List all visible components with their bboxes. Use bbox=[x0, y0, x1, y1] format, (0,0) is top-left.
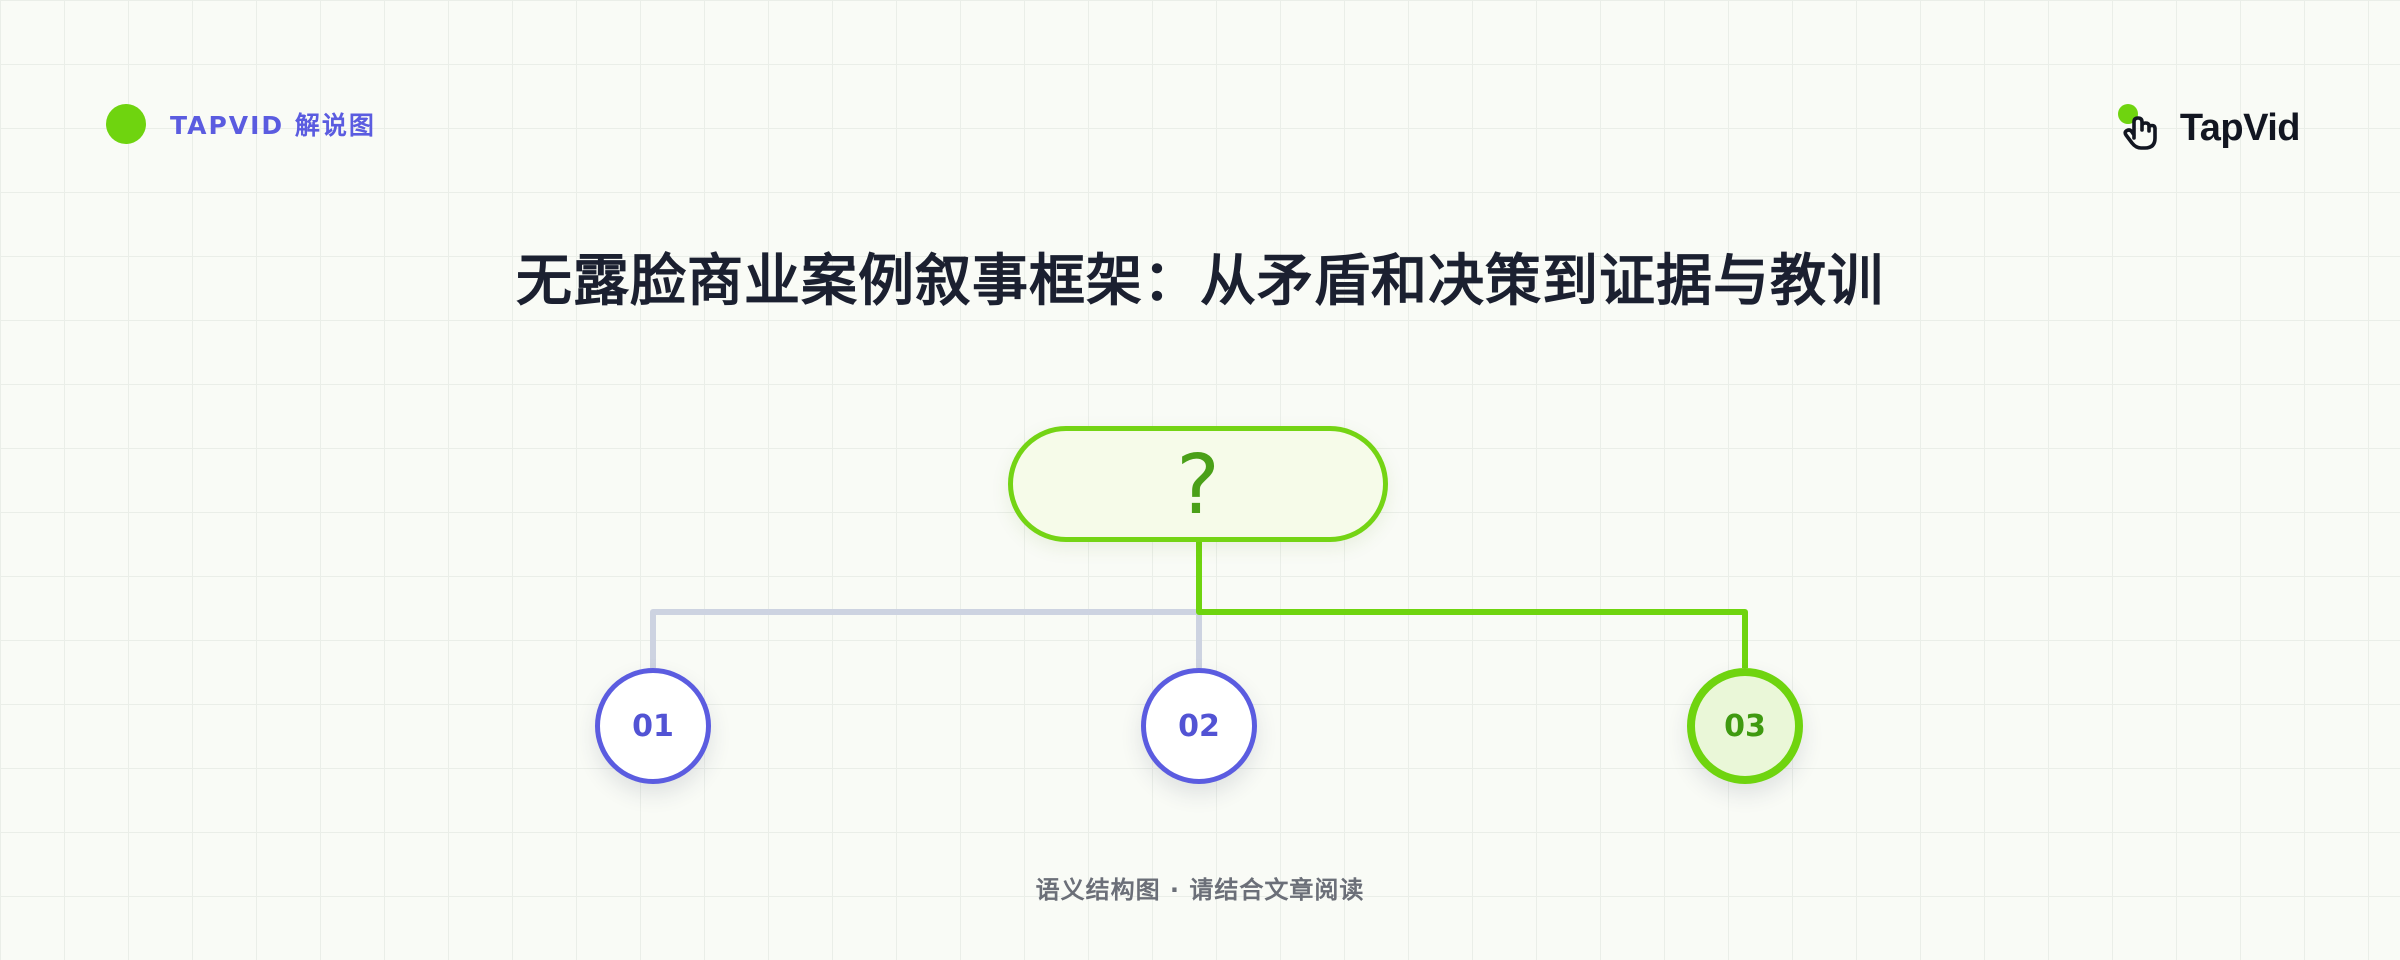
root-question-node: ? bbox=[1008, 426, 1388, 542]
tapvid-logo: TapVid bbox=[2114, 100, 2301, 156]
root-question-label: ? bbox=[1176, 438, 1220, 533]
brand-header: TAPVID 解说图 bbox=[106, 104, 376, 144]
brand-dot-icon bbox=[106, 104, 146, 144]
connector-to-node-01 bbox=[650, 609, 1199, 668]
node-03-highlighted: 03 bbox=[1687, 668, 1803, 784]
brand-label: TAPVID 解说图 bbox=[170, 111, 376, 140]
logo-text: TapVid bbox=[2179, 106, 2301, 149]
page-title: 无露脸商业案例叙事框架：从矛盾和决策到证据与教训 bbox=[516, 249, 1884, 314]
connector-to-node-03 bbox=[1196, 542, 1748, 668]
node-01: 01 bbox=[595, 668, 711, 784]
node-02: 02 bbox=[1141, 668, 1257, 784]
pointer-hand-icon bbox=[2117, 104, 2157, 150]
footer-caption: 语义结构图 · 请结合文章阅读 bbox=[1035, 876, 1365, 904]
